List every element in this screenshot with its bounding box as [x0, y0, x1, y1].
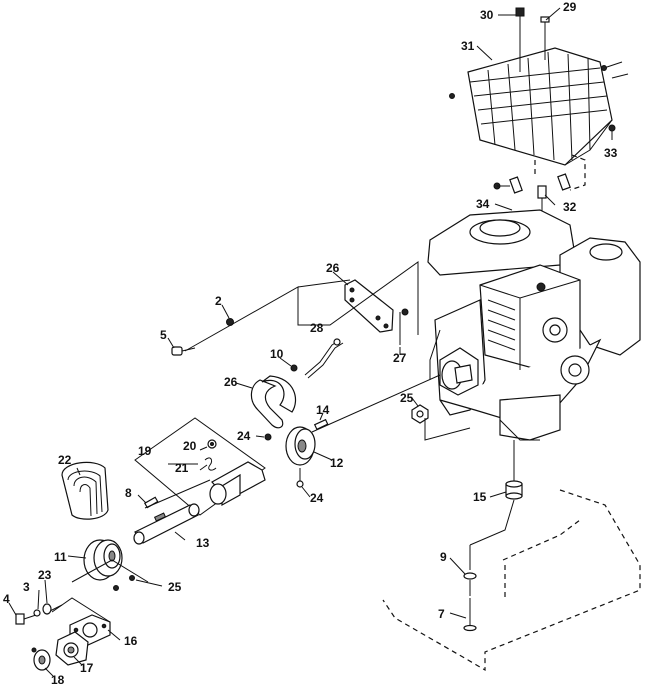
- callout-21: 21: [175, 461, 189, 475]
- bolt-4: [15, 613, 37, 625]
- callout-20: 20: [183, 439, 197, 453]
- callout-13: 13: [196, 536, 210, 550]
- callout-5: 5: [160, 328, 167, 342]
- callout-19: 19: [138, 444, 152, 458]
- bolt-30: [515, 7, 525, 72]
- callout-15: 15: [473, 490, 487, 504]
- callout-17: 17: [80, 661, 94, 675]
- engine: [427, 209, 641, 441]
- washer-3: [33, 609, 41, 617]
- setscrew-24-lower: [296, 468, 304, 488]
- belt-26: [250, 375, 297, 429]
- callout-2: 2: [215, 294, 222, 308]
- callout-22: 22: [58, 453, 72, 467]
- callout-16: 16: [124, 634, 138, 648]
- rod-28: [304, 338, 344, 379]
- callout-31: 31: [461, 39, 475, 53]
- bracket-assembly-19: [134, 417, 266, 516]
- bracket-26: [344, 279, 394, 333]
- nut-25-upper: [411, 404, 429, 424]
- bolt-34: [493, 182, 510, 190]
- callout-28: 28: [310, 321, 324, 335]
- callout-26-lower: 26: [224, 375, 238, 389]
- callout-9: 9: [440, 550, 447, 564]
- pulley-11: [83, 539, 123, 581]
- collar-18: [31, 647, 51, 671]
- callout-18: 18: [51, 673, 65, 687]
- callout-leaders: [8, 7, 613, 677]
- callout-3: 3: [23, 580, 30, 594]
- callout-24-lower: 24: [310, 491, 324, 505]
- shaft-13: [133, 503, 200, 545]
- callout-26-upper: 26: [326, 261, 340, 275]
- nut-10: [290, 364, 298, 372]
- belt-guard-22: [61, 461, 109, 520]
- washer-23: [42, 603, 52, 615]
- bolt-33: [608, 124, 616, 132]
- engine-guard-cage: [467, 47, 613, 194]
- callout-30: 30: [480, 8, 494, 22]
- callout-25-upper: 25: [400, 391, 414, 405]
- assembly-leaders: [144, 261, 471, 509]
- callout-14: 14: [316, 403, 330, 417]
- bolt-5: [171, 346, 196, 356]
- callout-24-upper: 24: [237, 429, 251, 443]
- callout-labels: 30 29 31 33 34 32 26 2 5 28 27 10 26 25 …: [3, 0, 618, 687]
- base-frame-outline: [382, 489, 641, 672]
- callout-27: 27: [393, 351, 407, 365]
- callout-11: 11: [54, 550, 67, 564]
- setscrews-25-lower: [71, 559, 149, 591]
- callout-4: 4: [3, 592, 10, 606]
- isolator-15: [505, 440, 523, 500]
- callout-10: 10: [270, 347, 284, 361]
- key-14: [313, 418, 329, 431]
- washer-9: [463, 572, 477, 580]
- bolt-29: [540, 16, 550, 60]
- bolt-27: [399, 308, 409, 345]
- callout-29: 29: [563, 0, 577, 14]
- guard-side-bolts: [449, 61, 629, 99]
- callout-32: 32: [563, 200, 577, 214]
- setscrew-24-upper: [264, 433, 272, 441]
- nut-20: [207, 439, 217, 449]
- callout-34: 34: [476, 197, 490, 211]
- callout-7: 7: [438, 607, 445, 621]
- callout-23: 23: [38, 568, 52, 582]
- flange-bearing-17: [55, 631, 89, 666]
- key-8: [143, 496, 159, 509]
- callout-25-lower: 25: [168, 580, 182, 594]
- bolt-7: [463, 598, 477, 632]
- callout-12: 12: [330, 456, 344, 470]
- callout-33: 33: [604, 146, 618, 160]
- spring-21: [204, 457, 217, 471]
- mount-leader: [469, 499, 515, 596]
- callout-8: 8: [125, 486, 132, 500]
- pulley-12: [285, 426, 316, 466]
